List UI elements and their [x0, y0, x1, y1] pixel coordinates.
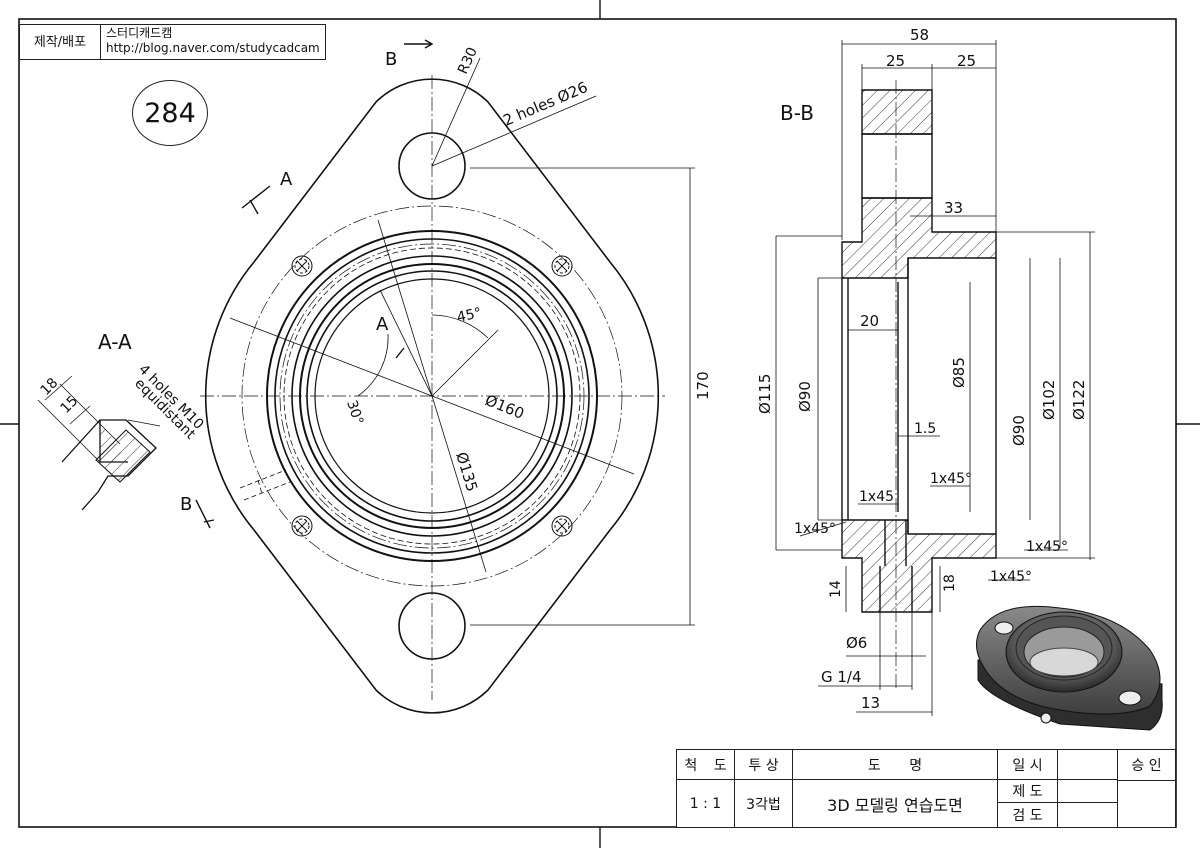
tb-scale-value: 1 : 1 [677, 780, 735, 827]
dim-bb-25b: 25 [957, 52, 976, 70]
dim-bb-25a: 25 [886, 52, 905, 70]
tb-approve-header: 승 인 [1131, 758, 1162, 774]
dim-bb-58: 58 [910, 26, 929, 44]
cut-label-a-top: A [280, 169, 293, 190]
dim-bb-ch1: 1x45° [930, 471, 972, 487]
tb-date-header: 일 시 [998, 750, 1058, 780]
tb-proj-header: 투 상 [735, 750, 793, 780]
dim-bb-d90a: Ø90 [796, 381, 814, 412]
oil-port-hidden [239, 469, 291, 501]
dim-bb-d122: Ø122 [1070, 380, 1088, 420]
dim-bb-ch5: 1x45° [990, 569, 1032, 585]
center-lines [200, 75, 665, 700]
credit-box: 제작/배포 스터디캐드캠 http://blog.naver.com/study… [19, 24, 326, 60]
mount-hole-bottom [398, 592, 466, 660]
dim-bb-18: 18 [942, 574, 958, 592]
dim-bb-d6: Ø6 [846, 634, 867, 652]
title-block: 척 도 투 상 도 명 일 시 승 인 1 : 1 3각법 3D 모델링 연습도… [676, 749, 1176, 828]
tb-made-label: 제 도 [998, 780, 1058, 803]
section-aa-title: A-A [98, 330, 132, 354]
section-bb [775, 40, 1095, 716]
dim-bb-g14: G 1/4 [821, 668, 862, 686]
dim-bb-d102: Ø102 [1040, 380, 1058, 420]
dim-bb-d115: Ø115 [756, 374, 774, 414]
dim-bb-ch4: 1x45° [1026, 539, 1068, 555]
dim-bb-33: 33 [944, 199, 963, 217]
tapped-holes [291, 255, 573, 537]
dimension-lines [229, 57, 695, 626]
iso-3d-view [976, 605, 1163, 731]
cut-label-a-mid: A [376, 314, 389, 335]
dim-angle-45: 45° [456, 305, 484, 326]
mount-hole-top [398, 132, 466, 200]
dim-bb-13: 13 [861, 694, 880, 712]
credit-label: 제작/배포 [20, 25, 101, 59]
dim-r30: R30 [455, 45, 481, 77]
drawing-number: 284 [132, 80, 208, 146]
section-aa [37, 375, 161, 511]
dim-bb-20: 20 [860, 312, 879, 330]
tb-name-header: 도 명 [793, 750, 998, 780]
dim-bb-1-5: 1.5 [914, 421, 936, 437]
cut-label-b-bottom: B [180, 494, 192, 515]
credit-url: http://blog.naver.com/studycadcam [106, 41, 320, 55]
cutting-plane-marks [195, 39, 434, 529]
tb-made-value [1058, 780, 1118, 803]
dim-aa-18: 18 [38, 375, 62, 399]
tb-checked-value [1058, 803, 1118, 827]
cut-label-b-top: B [385, 49, 397, 70]
dim-bb-d85: Ø85 [950, 357, 968, 388]
dim-angle-30: 30° [343, 398, 366, 427]
tb-date-blank [1058, 750, 1118, 780]
flange-outline [204, 78, 660, 714]
credit-line1: 스터디캐드캠 [106, 26, 173, 40]
dim-d135: Ø135 [452, 450, 481, 494]
tb-proj-value: 3각법 [735, 780, 793, 827]
tb-scale-header: 척 도 [677, 750, 735, 780]
tb-checked-label: 검 도 [998, 803, 1058, 827]
credit-text: 스터디캐드캠 http://blog.naver.com/studycadcam [101, 25, 325, 59]
dim-bb-14: 14 [828, 580, 844, 598]
front-view [195, 39, 695, 714]
dim-h170: 170 [694, 371, 712, 400]
dim-aa-15: 15 [58, 393, 82, 417]
dim-bb-ch3: 1x45° [794, 521, 836, 537]
tb-name-value: 3D 모델링 연습도면 [793, 780, 998, 827]
dim-bb-d90b: Ø90 [1010, 415, 1028, 446]
section-bb-title: B-B [780, 101, 814, 125]
dim-bb-ch2: 1x45 [859, 489, 894, 505]
tb-approve-value [1118, 780, 1175, 827]
